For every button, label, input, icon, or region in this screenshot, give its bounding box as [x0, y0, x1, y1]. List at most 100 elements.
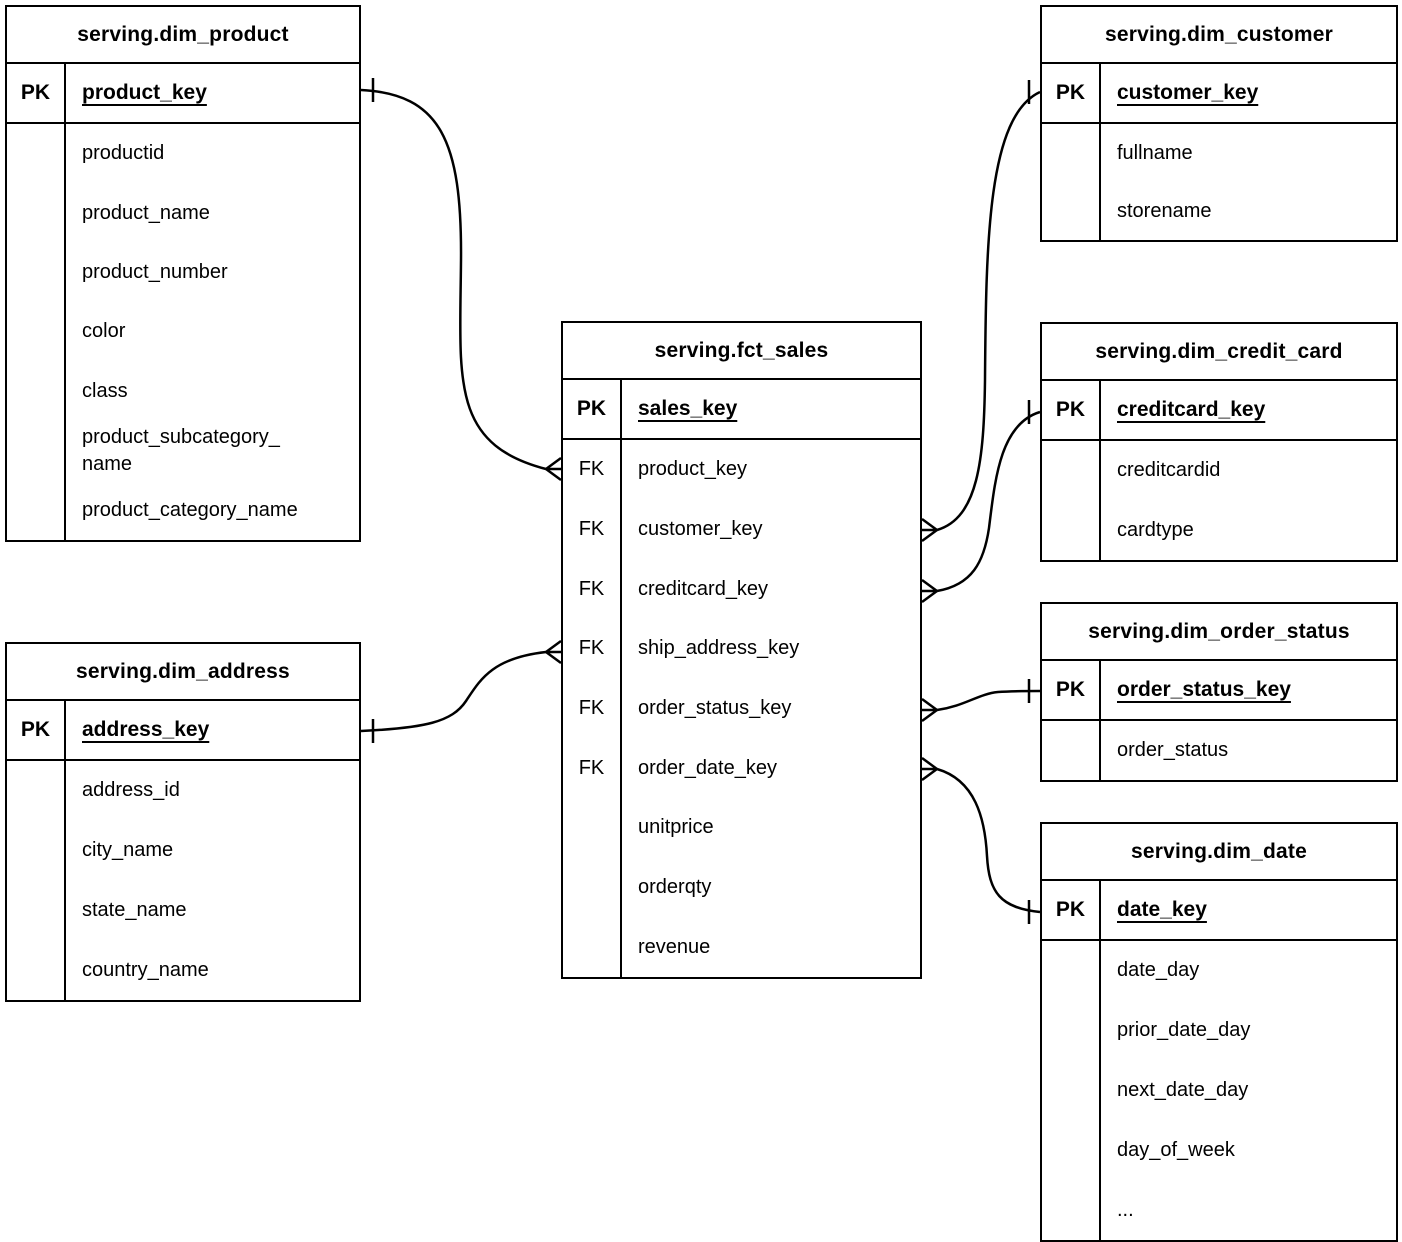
row-tag: FK [578, 637, 605, 660]
pk-field: order_status_key [1117, 678, 1291, 701]
table-title: serving.dim_customer [1042, 7, 1396, 64]
fields-body: order_status [1042, 721, 1396, 780]
pk-field: creditcard_key [1117, 398, 1266, 421]
field-name: day_of_week [1117, 1138, 1235, 1161]
field-column: address_id city_name state_name country_… [66, 761, 359, 1000]
relationship-line [936, 689, 1041, 712]
row-tag: FK [578, 756, 605, 779]
relationship-sales-customer [921, 80, 1041, 543]
relationship-product-sales [360, 78, 562, 482]
field-name: creditcard_key [638, 577, 769, 600]
row-tag [7, 761, 64, 821]
field-name: next_date_day [1117, 1078, 1249, 1101]
table-title: serving.dim_order_status [1042, 604, 1396, 661]
field-name: date_day [1117, 959, 1200, 982]
row-tag [1042, 182, 1099, 240]
field-name: cardtype [1117, 518, 1194, 541]
row-tag [1042, 1061, 1099, 1121]
row-tag [7, 481, 64, 540]
tag-column [1042, 721, 1101, 780]
field-name: order_date_key [638, 756, 777, 779]
row-tag [7, 821, 64, 881]
field-name: orderqty [638, 876, 712, 899]
field-name: address_id [82, 779, 180, 802]
pk-row: PK sales_key [563, 380, 920, 440]
field-name: product_subcategory_ name [82, 425, 280, 475]
row-tag [1042, 441, 1099, 501]
relationship-line [936, 410, 1041, 593]
row-tag [1042, 1001, 1099, 1061]
tag-column: FK FK FK FK FK FK [563, 440, 622, 977]
field-name: class [82, 379, 128, 402]
field-name: customer_key [638, 518, 763, 540]
crow-foot-many-icon [921, 756, 938, 782]
field-name: order_status_key [638, 697, 792, 720]
row-tag [1042, 501, 1099, 561]
row-tag [1042, 721, 1099, 780]
field-name: state_name [82, 898, 187, 921]
relationship-sales-creditcard [921, 400, 1041, 604]
field-name: product_category_name [82, 498, 298, 521]
pk-row: PK customer_key [1042, 64, 1396, 124]
row-tag [7, 302, 64, 361]
relationship-line [936, 767, 1041, 914]
relationship-line [936, 90, 1041, 532]
field-column: creditcardid cardtype [1101, 441, 1396, 560]
crow-foot-many-icon [921, 697, 938, 723]
field-name: fullname [1117, 141, 1193, 164]
row-tag [7, 940, 64, 1000]
fields-body: date_day prior_date_day next_date_day da… [1042, 941, 1396, 1240]
row-tag [7, 362, 64, 421]
table-title: serving.dim_date [1042, 824, 1396, 881]
table-title: serving.dim_product [7, 7, 359, 64]
relationship-sales-date [921, 756, 1041, 924]
row-tag [7, 421, 64, 480]
row-tag: FK [578, 697, 605, 720]
row-tag [7, 243, 64, 302]
field-name: creditcardid [1117, 459, 1221, 482]
field-name: country_name [82, 958, 209, 981]
pk-field: sales_key [638, 397, 738, 420]
row-tag: FK [578, 518, 605, 540]
pk-field: customer_key [1117, 81, 1259, 104]
row-tag: FK [578, 577, 605, 600]
row-tag [7, 124, 64, 183]
table-dim-order-status: serving.dim_order_status PK order_status… [1040, 602, 1398, 782]
field-name: prior_date_day [1117, 1019, 1251, 1042]
field-column: product_key customer_key creditcard_key … [622, 440, 920, 977]
pk-label: PK [1042, 661, 1101, 719]
pk-field: address_key [82, 718, 210, 741]
field-name: revenue [638, 935, 711, 958]
crow-foot-many-icon [921, 578, 938, 604]
row-tag [7, 183, 64, 242]
row-tag [563, 917, 620, 977]
fields-body: productid product_name product_number co… [7, 124, 359, 540]
fields-body: FK FK FK FK FK FK product_key customer_k… [563, 440, 920, 977]
table-title: serving.dim_credit_card [1042, 324, 1396, 381]
field-column: fullname storename [1101, 124, 1396, 240]
row-tag: FK [578, 458, 605, 481]
field-name: color [82, 320, 126, 343]
row-tag [563, 858, 620, 918]
relationship-line [360, 650, 547, 733]
pk-label: PK [7, 64, 66, 122]
field-name: storename [1117, 199, 1212, 222]
fields-body: fullname storename [1042, 124, 1396, 240]
fields-body: creditcardid cardtype [1042, 441, 1396, 560]
pk-label: PK [1042, 381, 1101, 439]
field-name: unitprice [638, 816, 714, 839]
relationship-sales-orderstatus [921, 679, 1041, 723]
pk-row: PK order_status_key [1042, 661, 1396, 721]
pk-row: PK date_key [1042, 881, 1396, 941]
pk-row: PK address_key [7, 701, 359, 761]
field-name: productid [82, 142, 165, 165]
crow-foot-many-icon [921, 517, 938, 543]
table-dim-customer: serving.dim_customer PK customer_key ful… [1040, 5, 1398, 242]
pk-label: PK [7, 701, 66, 759]
table-title: serving.dim_address [7, 644, 359, 701]
field-name: order_status [1117, 739, 1229, 761]
table-dim-address: serving.dim_address PK address_key addre… [5, 642, 361, 1002]
tag-column [7, 124, 66, 540]
table-dim-product: serving.dim_product PK product_key produ… [5, 5, 361, 542]
